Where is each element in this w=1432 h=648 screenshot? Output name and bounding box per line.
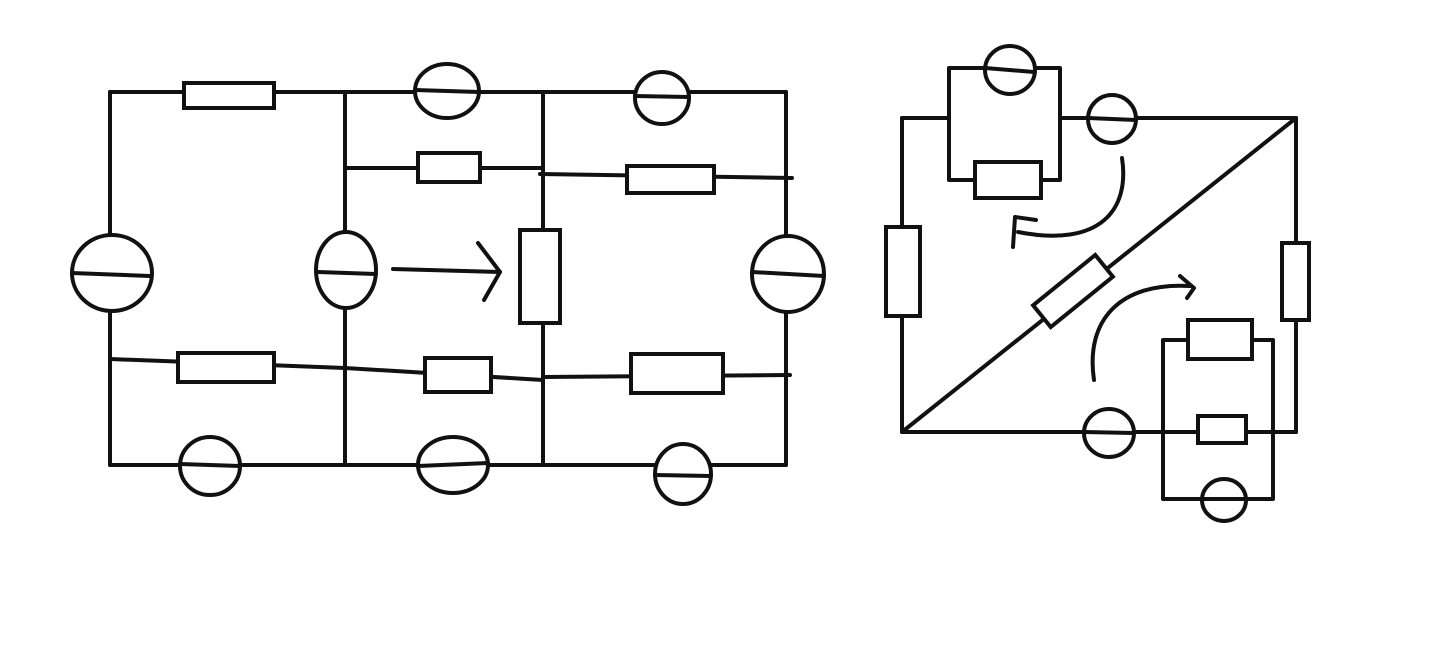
resistor	[416, 151, 482, 184]
resistor	[973, 160, 1043, 200]
right-circuit	[884, 44, 1311, 523]
voltage-source	[983, 44, 1037, 96]
current-arrow	[391, 241, 502, 302]
resistor	[1186, 318, 1254, 361]
left-resistors	[176, 81, 725, 395]
resistor	[182, 81, 276, 110]
left-sources	[70, 62, 826, 506]
curved-arrow-upper	[1011, 156, 1126, 249]
voltage-source	[1200, 477, 1248, 523]
right-sources	[983, 44, 1248, 523]
voltage-source	[1082, 407, 1136, 459]
resistor	[423, 356, 493, 394]
voltage-source	[653, 442, 713, 506]
resistor	[176, 351, 276, 384]
voltage-source	[178, 435, 242, 497]
voltage-source	[413, 62, 481, 120]
left-circuit-wires	[108, 90, 794, 467]
curved-arrow-lower	[1090, 274, 1196, 382]
resistor	[518, 228, 562, 325]
voltage-source	[70, 233, 154, 313]
resistor	[625, 164, 716, 195]
left-circuit	[70, 62, 826, 506]
resistor	[1030, 252, 1116, 330]
resistor	[1196, 414, 1248, 445]
resistor	[884, 225, 922, 318]
voltage-source	[1086, 93, 1138, 145]
resistor	[629, 352, 725, 395]
right-resistors	[884, 160, 1311, 445]
voltage-source	[633, 70, 691, 126]
resistor	[1280, 241, 1311, 322]
voltage-source	[750, 234, 826, 314]
voltage-source	[314, 230, 378, 310]
voltage-source	[416, 435, 490, 495]
